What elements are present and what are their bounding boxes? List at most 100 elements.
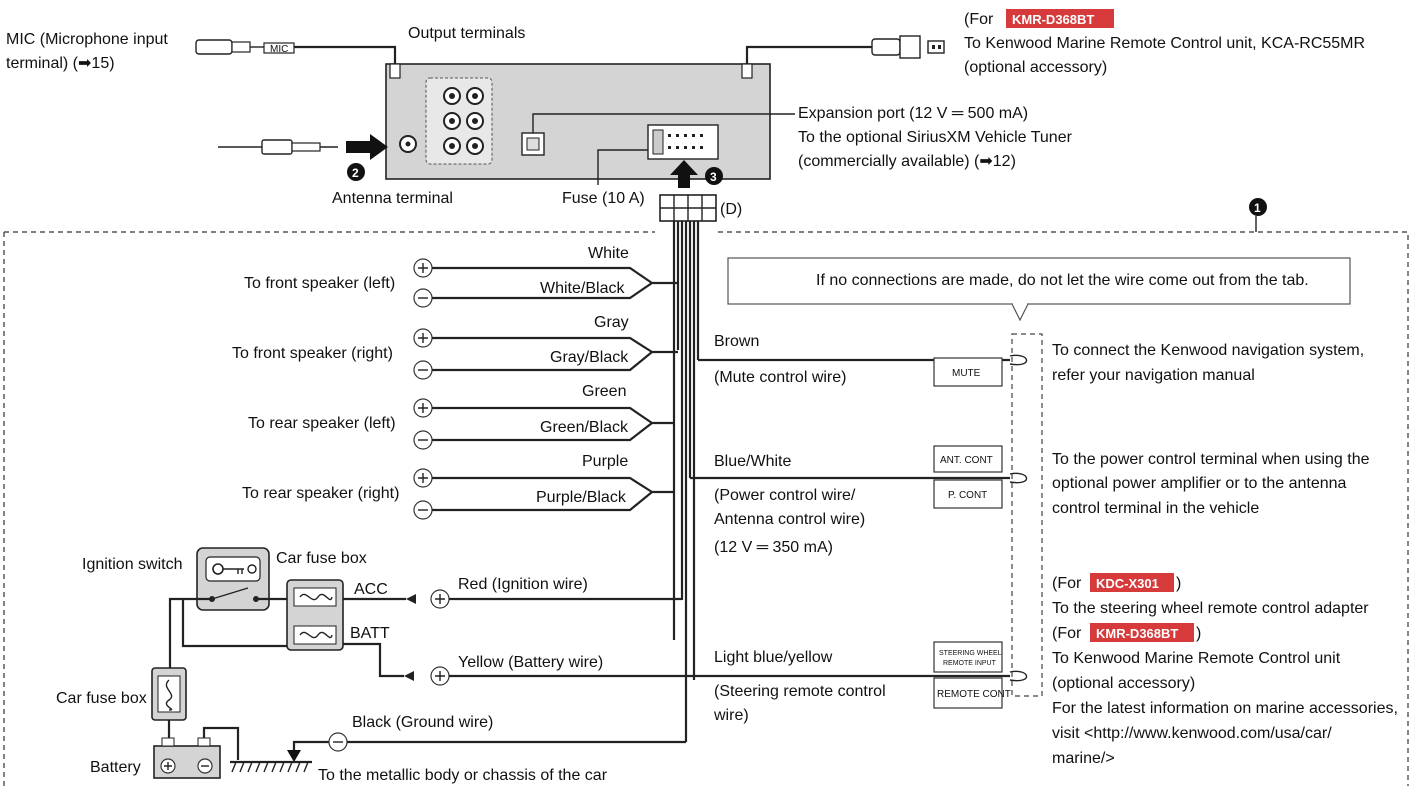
power-section: Ignition switch Car fuse box ACC BATT Re… xyxy=(56,547,694,784)
black-wire-label: Black (Ground wire) xyxy=(352,714,493,731)
model-badge-kmr xyxy=(1090,623,1194,642)
mute-target-2: refer your navigation manual xyxy=(1052,367,1255,384)
pcont-target-1: To the power control terminal when using… xyxy=(1052,451,1370,468)
steering-input-tab xyxy=(933,641,1003,673)
svg-text:ANT. CONT: ANT. CONT xyxy=(940,455,993,466)
pcont-desc-1: (Power control wire/ xyxy=(714,487,856,504)
mute-tab xyxy=(933,357,1003,387)
ant-cont-tab xyxy=(933,445,1003,473)
batt-label: BATT xyxy=(350,625,390,642)
marine-model-label: KMR-D368BT xyxy=(1012,12,1094,27)
svg-text:STEERING WHEEL: STEERING WHEEL xyxy=(939,650,1002,657)
pcont-target-3: control terminal in the vehicle xyxy=(1052,500,1259,517)
up-arrow-icon xyxy=(670,160,698,188)
antenna-plug xyxy=(218,134,388,160)
model-badge-kmr-top xyxy=(1006,9,1114,28)
speaker-label: To rear speaker (left) xyxy=(248,415,396,432)
mute-target-1: To connect the Kenwood navigation system… xyxy=(1052,342,1364,359)
mic-label-2: terminal) (➡15) xyxy=(6,55,115,72)
lightblue-label: Light blue/yellow xyxy=(714,649,833,666)
speaker-rear-right: To rear speaker (right) Purple Purple/Bl… xyxy=(242,453,674,520)
mic-label-1: MIC (Microphone input xyxy=(6,31,168,48)
steer-desc-1: (Steering remote control xyxy=(714,683,886,700)
fuse-label: Fuse (10 A) xyxy=(562,190,645,207)
head-unit xyxy=(385,63,795,185)
connector-d-label: (D) xyxy=(720,201,742,218)
output-terminals-label: Output terminals xyxy=(408,25,525,42)
p-cont-tab xyxy=(933,479,1003,509)
harness-bundle xyxy=(672,221,700,742)
for-open-label: (For xyxy=(1052,575,1082,592)
badge-2 xyxy=(347,163,365,181)
car-fuse-box-label: Car fuse box xyxy=(276,550,367,567)
brown-wire-label: Brown xyxy=(714,333,759,350)
fuse-leader xyxy=(597,149,648,185)
ignition-switch-label: Ignition switch xyxy=(82,556,183,573)
speaker-rear-left: To rear speaker (left) Green Green/Black xyxy=(248,383,674,450)
mic-cable: MIC xyxy=(195,39,397,64)
marine-remote-cable xyxy=(745,35,945,64)
chassis-label: To the metallic body or chassis of the c… xyxy=(318,767,608,784)
tab-zone-border xyxy=(1011,333,1043,697)
mic-plug-label: MIC xyxy=(270,44,288,55)
steer-target-1: To the steering wheel remote control ada… xyxy=(1052,600,1369,617)
marine-line-1: To Kenwood Marine Remote Control unit, K… xyxy=(964,35,1365,52)
marine-target-3: For the latest information on marine acc… xyxy=(1052,700,1398,717)
svg-text:P. CONT: P. CONT xyxy=(948,490,987,501)
step-badges: 2 3 1 xyxy=(347,163,1267,216)
rca-jacks xyxy=(443,87,484,155)
blue-white-label: Blue/White xyxy=(714,453,791,470)
harness-region-border xyxy=(3,231,1409,786)
speaker-front-right: To front speaker (right) Gray Gray/Black xyxy=(232,314,678,380)
kdc-model-label: KDC-X301 xyxy=(1096,576,1159,591)
wire-label: White/Black xyxy=(540,280,625,297)
svg-text:3: 3 xyxy=(710,170,717,184)
svg-text:2: 2 xyxy=(352,166,359,180)
pcont-desc-3: (12 V ═ 350 mA) xyxy=(714,539,833,556)
marine-target-5: marine/> xyxy=(1052,750,1115,767)
battery-label: Battery xyxy=(90,759,141,776)
tab-note-callout xyxy=(727,257,1351,305)
connector-d xyxy=(659,160,717,222)
svg-text:): ) xyxy=(1176,575,1181,592)
marine-target-1: To Kenwood Marine Remote Control unit xyxy=(1052,650,1341,667)
unit-tab-right xyxy=(741,63,753,79)
wire-label: Green/Black xyxy=(540,419,629,436)
wire-label: White xyxy=(588,245,629,262)
speaker-section: To front speaker (left) White White/Blac… xyxy=(232,245,678,520)
yellow-wire-label: Yellow (Battery wire) xyxy=(458,654,603,671)
marine-line-2: (optional accessory) xyxy=(964,59,1107,76)
wire-label: Gray xyxy=(594,314,629,331)
ground-icon xyxy=(230,760,312,773)
acc-label: ACC xyxy=(354,581,388,598)
antenna-terminal-label: Antenna terminal xyxy=(332,190,453,207)
marine-for-label: (For xyxy=(964,11,994,28)
svg-text:REMOTE CONT: REMOTE CONT xyxy=(937,689,1011,700)
expansion-leader xyxy=(532,113,795,133)
for-open-label-2: (For xyxy=(1052,625,1082,642)
red-wire-label: Red (Ignition wire) xyxy=(458,576,588,593)
steer-desc-2: wire) xyxy=(713,707,749,724)
control-section: If no connections are made, do not let t… xyxy=(690,257,1398,767)
speaker-front-left: To front speaker (left) White White/Blac… xyxy=(244,245,678,308)
svg-text:MUTE: MUTE xyxy=(952,368,981,379)
car-fuse-box-2-label: Car fuse box xyxy=(56,690,147,707)
expansion-line-3: (commercially available) (➡12) xyxy=(798,153,1016,170)
marine-target-4: visit <http://www.kenwood.com/usa/car/ xyxy=(1052,725,1332,742)
pcont-target-2: optional power amplifier or to the anten… xyxy=(1052,475,1347,492)
speaker-label: To rear speaker (right) xyxy=(242,485,399,502)
marine-target-2: (optional accessory) xyxy=(1052,675,1195,692)
badge-1 xyxy=(1249,198,1267,216)
svg-text:): ) xyxy=(1196,625,1201,642)
wire-label: Purple/Black xyxy=(536,489,627,506)
expansion-line-2: To the optional SiriusXM Vehicle Tuner xyxy=(798,129,1073,146)
speaker-label: To front speaker (right) xyxy=(232,345,393,362)
kmr-model-label: KMR-D368BT xyxy=(1096,626,1178,641)
insert-arrow-icon xyxy=(346,134,388,160)
svg-text:REMOTE INPUT: REMOTE INPUT xyxy=(943,660,997,667)
unit-tab-left xyxy=(389,63,401,79)
remote-cont-tab xyxy=(933,677,1003,709)
tab-note-text: If no connections are made, do not let t… xyxy=(816,272,1309,289)
pcont-desc-2: Antenna control wire) xyxy=(714,511,865,528)
